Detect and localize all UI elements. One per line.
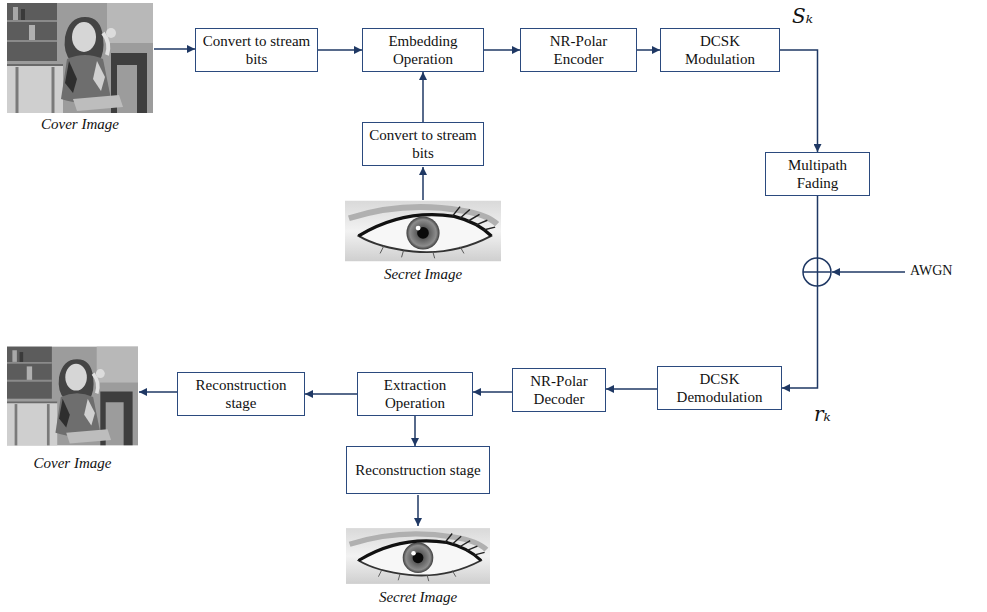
box-text: Extraction Operation xyxy=(362,376,468,412)
process-box: Reconstruction stage xyxy=(346,446,490,494)
connector-arrow xyxy=(318,49,362,51)
image-caption: Cover Image xyxy=(7,455,138,472)
signal-label: Sₖ xyxy=(792,4,813,28)
connector-arrow xyxy=(606,388,657,390)
process-box: Convert to stream bits xyxy=(195,28,318,72)
box-text: Embedding Operation xyxy=(367,32,479,68)
connector-arrow xyxy=(305,393,357,395)
box-text: Convert to stream bits xyxy=(200,32,313,68)
connector-arrow xyxy=(484,49,520,51)
box-text: NR-Polar Encoder xyxy=(525,32,632,68)
process-box: Embedding Operation xyxy=(362,28,484,72)
process-box: Reconstruction stage xyxy=(177,372,305,416)
connector-arrow xyxy=(414,416,416,446)
process-box: NR-Polar Decoder xyxy=(512,368,606,412)
noise-arrow xyxy=(832,271,905,273)
connector-arrow xyxy=(422,72,424,122)
image-caption: Secret Image xyxy=(346,589,490,606)
process-box: Extraction Operation xyxy=(357,372,473,416)
connector-arrow xyxy=(782,196,818,388)
box-text: NR-Polar Decoder xyxy=(517,372,601,408)
input-arrow xyxy=(422,167,424,200)
input-arrow xyxy=(154,48,195,50)
process-box: Convert to stream bits xyxy=(362,122,484,166)
secret-image xyxy=(345,201,501,261)
process-box: DCSK Modulation xyxy=(660,28,780,72)
process-box: DCSK Demodulation xyxy=(657,366,782,410)
connector-arrow xyxy=(780,50,818,152)
secret-image xyxy=(346,528,490,584)
image-caption: Cover Image xyxy=(7,116,153,133)
box-text: Reconstruction stage xyxy=(182,376,300,412)
image-caption: Secret Image xyxy=(345,266,501,283)
box-text: Convert to stream bits xyxy=(367,126,479,162)
noise-label: AWGN xyxy=(910,263,952,279)
box-text: Reconstruction stage xyxy=(355,461,480,479)
output-arrow xyxy=(417,495,419,526)
box-text: DCSK Modulation xyxy=(665,32,775,68)
box-text: Multipath Fading xyxy=(770,156,865,192)
connector-arrow xyxy=(637,49,660,51)
box-text: DCSK Demodulation xyxy=(662,370,777,406)
signal-label: rₖ xyxy=(814,402,831,426)
cover-image xyxy=(7,347,138,446)
cover-image xyxy=(7,3,153,113)
process-box: Multipath Fading xyxy=(765,152,870,196)
process-box: NR-Polar Encoder xyxy=(520,28,637,72)
connector-arrow xyxy=(473,391,512,393)
output-arrow xyxy=(139,391,177,393)
